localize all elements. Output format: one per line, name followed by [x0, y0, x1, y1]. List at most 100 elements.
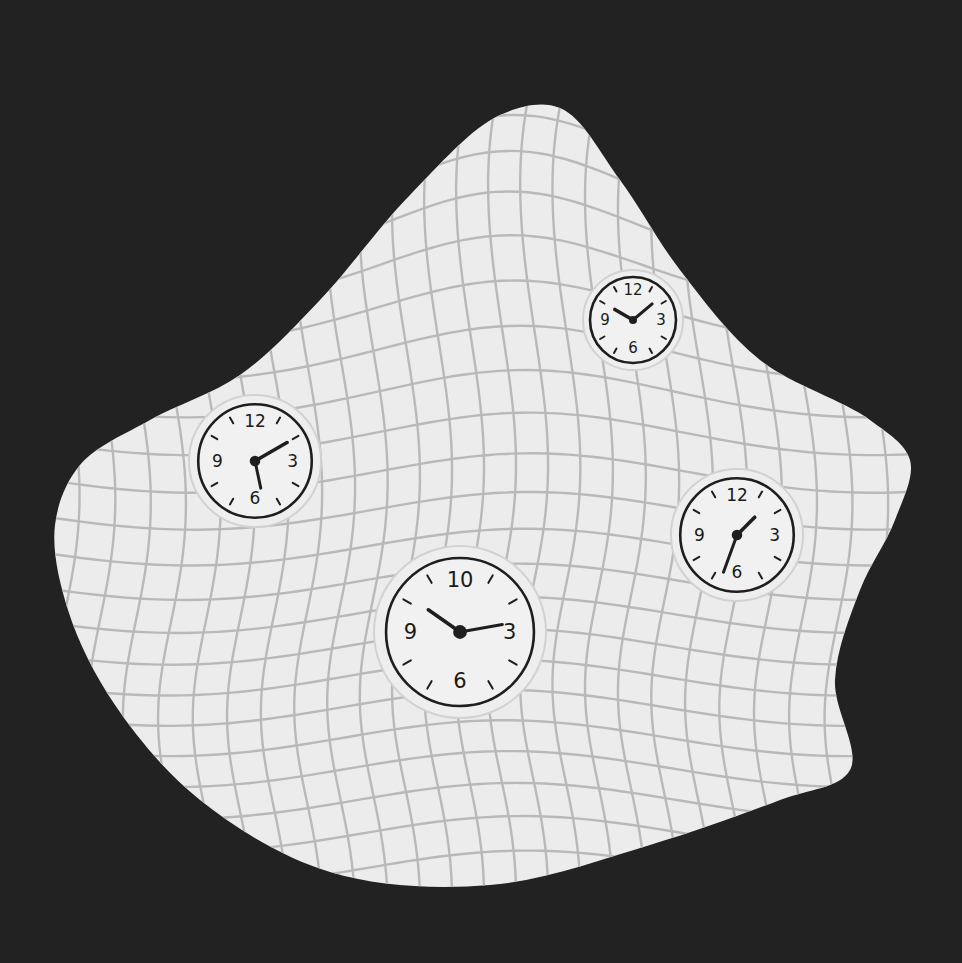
- clock-numeral: 9: [600, 313, 610, 328]
- hour-tick: [230, 418, 233, 424]
- clock-rim: [590, 277, 676, 363]
- hour-tick: [212, 483, 218, 486]
- clock-numeral: 9: [404, 622, 417, 643]
- clock-numeral: 6: [732, 564, 743, 581]
- clock-pivot: [732, 530, 743, 541]
- clock-hand: [255, 443, 287, 461]
- grid-line: [896, 0, 924, 963]
- grid-line: [0, 280, 962, 343]
- hour-tick: [650, 349, 653, 353]
- clock-numeral: 9: [694, 527, 705, 544]
- hour-tick: [277, 418, 280, 424]
- grid-line: [424, 0, 452, 963]
- grid-line: [123, 0, 151, 963]
- hour-tick: [712, 573, 715, 579]
- clock-numeral: 6: [453, 671, 466, 692]
- clock-numeral: 6: [628, 341, 638, 356]
- clock-face: 12 9 3 6: [671, 469, 803, 601]
- hour-tick: [650, 287, 653, 291]
- clock-numeral: 10: [447, 570, 474, 591]
- clock-numeral: 3: [287, 453, 298, 470]
- hour-tick: [775, 557, 781, 560]
- clock-pivot: [250, 456, 261, 467]
- hour-tick: [712, 492, 715, 498]
- hour-tick: [488, 681, 492, 688]
- clock-numeral: 3: [769, 527, 780, 544]
- grid-line: [0, 235, 962, 307]
- clock-pivot: [629, 316, 637, 324]
- grid-line: [0, 36, 962, 119]
- grid-line: [0, 0, 8, 963]
- hour-tick: [488, 575, 492, 582]
- clock-numeral: 12: [726, 487, 748, 504]
- hour-tick: [427, 575, 431, 582]
- grid-line: [0, 0, 962, 55]
- clock-rim: [386, 558, 534, 706]
- grid-line: [860, 0, 888, 963]
- clock-face: 12 9 3 6: [189, 395, 321, 527]
- clock-numeral: 3: [503, 622, 516, 643]
- hour-tick: [600, 301, 604, 304]
- clock-halo: [671, 469, 803, 601]
- grid-line: [825, 0, 853, 963]
- hour-tick: [293, 483, 299, 486]
- grid-line: [0, 816, 962, 852]
- grid-line: [360, 0, 388, 963]
- hour-tick: [759, 573, 762, 579]
- clock-face: 10 9 3 6: [374, 546, 546, 718]
- hour-tick: [403, 660, 410, 664]
- hour-tick: [694, 557, 700, 560]
- clock-numeral: 6: [250, 490, 261, 507]
- grid-line: [0, 783, 962, 819]
- hour-tick: [694, 510, 700, 513]
- clock-pivot: [453, 625, 467, 639]
- hour-tick: [277, 499, 280, 505]
- clock-numeral: 3: [656, 313, 666, 328]
- hour-tick: [775, 510, 781, 513]
- hour-tick: [509, 599, 516, 603]
- grid-line: [327, 0, 355, 963]
- grid-line: [0, 58, 962, 148]
- hour-tick: [212, 436, 218, 439]
- grid-line: [16, 0, 44, 963]
- grid-line: [520, 0, 548, 963]
- clock-numeral: 9: [212, 453, 223, 470]
- hour-tick: [614, 349, 617, 353]
- grid-line: [0, 151, 962, 241]
- hour-tick: [509, 660, 516, 664]
- grid-line: [0, 751, 962, 787]
- hour-tick: [614, 287, 617, 291]
- grid-line: [0, 84, 962, 179]
- grid-line: [932, 0, 960, 963]
- clock-numeral: 12: [244, 413, 266, 430]
- hour-tick: [403, 599, 410, 603]
- clock-rim: [198, 404, 312, 518]
- grid-line: [0, 14, 962, 87]
- clock-rim: [680, 478, 794, 592]
- clock-halo: [583, 270, 683, 370]
- grid-line: [158, 0, 186, 963]
- grid-line: [0, 886, 962, 922]
- hour-tick: [662, 301, 666, 304]
- clock-halo: [189, 395, 321, 527]
- hour-tick: [600, 337, 604, 340]
- grid-line: [651, 0, 679, 963]
- clock-numeral: 12: [623, 283, 642, 298]
- grid-line: [87, 0, 115, 963]
- hour-tick: [662, 337, 666, 340]
- grid-line: [0, 851, 962, 887]
- grid-line: [52, 0, 80, 963]
- grid-line: [0, 961, 962, 963]
- hour-tick: [759, 492, 762, 498]
- grid-line: [0, 923, 962, 959]
- hour-tick: [427, 681, 431, 688]
- clock-halo: [374, 546, 546, 718]
- grid-line: [0, 115, 962, 209]
- grid-line: [488, 0, 516, 963]
- grid-line: [789, 0, 817, 963]
- grid-line: [0, 0, 962, 22]
- grid-line: [0, 191, 962, 273]
